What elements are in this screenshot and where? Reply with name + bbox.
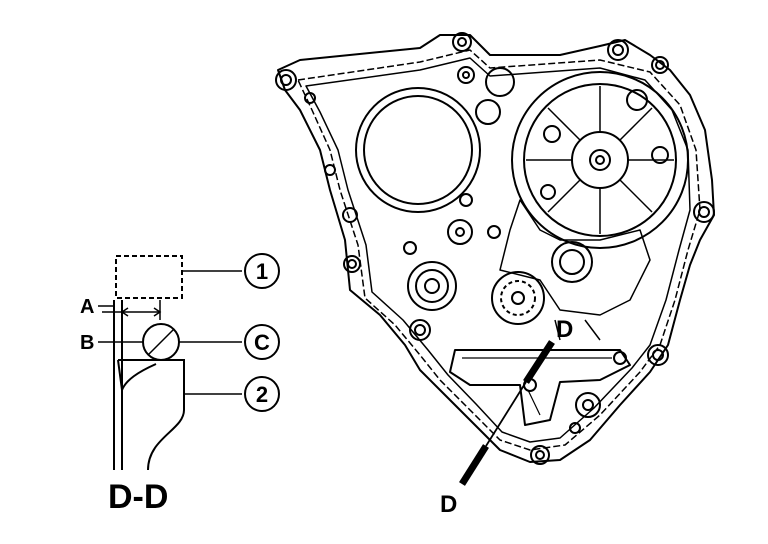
- cut-line-thick-bottom: [459, 444, 489, 486]
- section-mark-bottom: D: [440, 491, 457, 518]
- section-detail-view: [98, 253, 280, 471]
- rib-structure: [499, 199, 651, 316]
- callout-circle-2: [244, 376, 280, 412]
- label-a: A: [80, 296, 94, 318]
- dimension-a-arrowhead: [120, 307, 129, 317]
- section-mark-top: D: [556, 316, 573, 343]
- part-2-outline: [117, 359, 185, 471]
- callout-2-label: 2: [256, 382, 268, 407]
- callout-1-label: 1: [256, 259, 268, 284]
- cut-line-thick-top: [523, 340, 555, 384]
- label-b: B: [80, 332, 94, 354]
- oil-passage: [449, 349, 631, 426]
- callout-circle-1: [244, 253, 280, 289]
- diameter-b-arrow: [147, 328, 175, 356]
- crankcase-cover: [275, 32, 715, 465]
- cut-line-thin: [485, 381, 527, 447]
- bearing-hub: [511, 71, 689, 249]
- callout-c-label: C: [254, 330, 270, 355]
- shaft-boss-left: [407, 261, 457, 311]
- cover-outer-outline: [277, 34, 715, 463]
- gasket-inner: [305, 57, 691, 443]
- section-view-title: D-D: [108, 478, 168, 516]
- large-opening: [355, 87, 481, 213]
- hub-ribs: [526, 86, 674, 234]
- part-1-outline: [115, 255, 183, 299]
- callout-circle-c: [244, 324, 280, 360]
- mount-boss: [275, 69, 297, 91]
- section-cut-line: [459, 340, 555, 486]
- shaft-boss-mid: [491, 271, 545, 325]
- shaft-boss-right: [551, 241, 593, 283]
